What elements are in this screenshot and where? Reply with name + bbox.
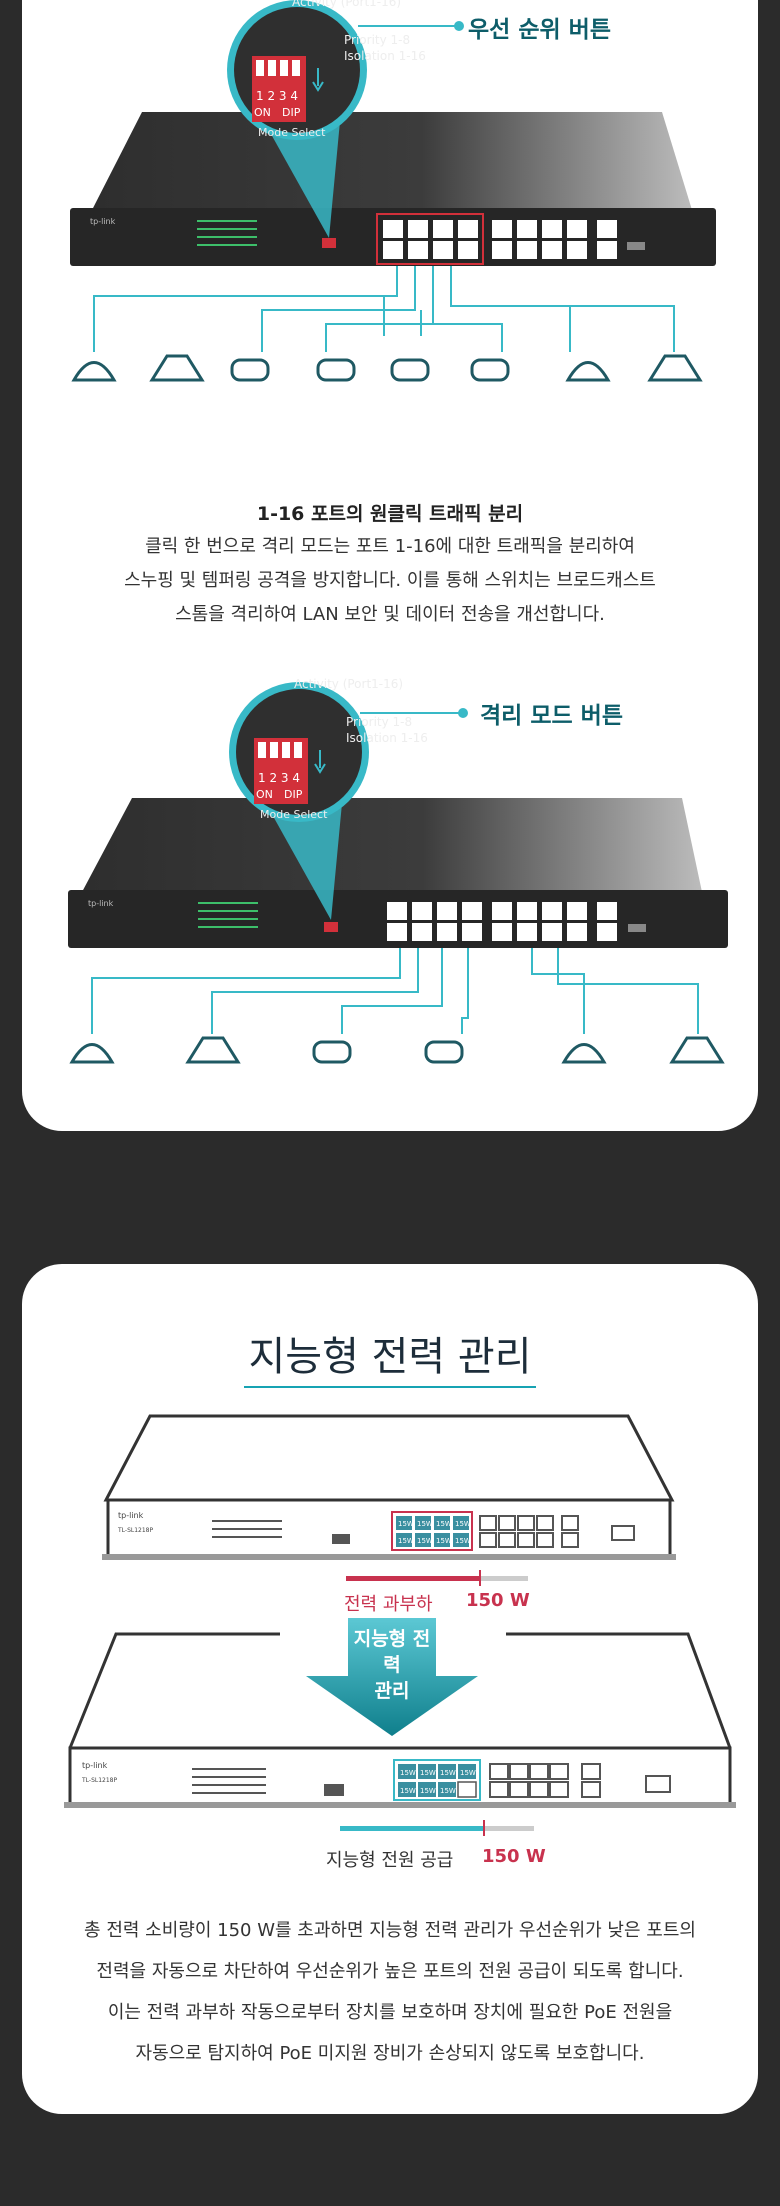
isolation-line-3: 스톰을 격리하여 LAN 보안 및 데이터 전송을 개선합니다. bbox=[175, 604, 605, 625]
arrow-label-line-2: 관리 bbox=[374, 1680, 410, 1702]
port-block-managed: 15W 15W 15W 15W 15W 15W 15W bbox=[393, 1759, 481, 1801]
dip-numbers: 1 2 3 4 bbox=[256, 89, 298, 103]
isolation-line-1: 클릭 한 번으로 격리 모드는 포트 1-16에 대한 트래픽을 분리하여 bbox=[145, 536, 635, 557]
priority-mode-diagram: tp-link Activity (Port1-16) Priority 1-8… bbox=[70, 0, 716, 382]
switch-top bbox=[82, 798, 702, 892]
camera-icon bbox=[390, 358, 430, 382]
camera-icon bbox=[470, 358, 510, 382]
switch-brand-logo: tp-link bbox=[82, 1761, 108, 1770]
svg-text:15W: 15W bbox=[417, 1520, 433, 1528]
svg-text:15W: 15W bbox=[420, 1787, 436, 1795]
camera-icon bbox=[316, 358, 356, 382]
svg-text:15W: 15W bbox=[440, 1769, 456, 1777]
dip-numbers: 1 2 3 4 bbox=[258, 771, 300, 785]
sfp-slot bbox=[627, 242, 645, 250]
power-line-2: 전력을 자동으로 차단하여 우선순위가 높은 포트의 전원 공급이 되도록 합니… bbox=[96, 1961, 684, 1982]
power-title-text: 지능형 전력 관리 bbox=[244, 1324, 536, 1388]
switch-model-label: TL-SL1218P bbox=[81, 1777, 117, 1784]
priority-label: Priority 1-8 bbox=[346, 715, 412, 729]
mode-select-label: Mode Select bbox=[260, 808, 328, 821]
camera-icon bbox=[149, 354, 205, 382]
switch-brand-logo: tp-link bbox=[90, 217, 116, 226]
dip-switch-small bbox=[322, 238, 336, 248]
camera-icon bbox=[185, 1036, 241, 1064]
power-line-3: 이는 전력 과부하 작동으로부터 장치를 보호하며 장치에 필요한 PoE 전원… bbox=[107, 2002, 673, 2023]
overload-value: 150 W bbox=[466, 1590, 530, 1611]
power-line-4: 자동으로 탐지하여 PoE 미지원 장비가 손상되지 않도록 보호합니다. bbox=[135, 2043, 645, 2064]
camera-icon bbox=[312, 1040, 352, 1064]
svg-text:15W: 15W bbox=[440, 1787, 456, 1795]
activity-label: Activity (Port1-16) bbox=[292, 0, 401, 9]
sfp-slot bbox=[628, 924, 646, 932]
camera-icon bbox=[561, 1043, 607, 1064]
svg-text:15W: 15W bbox=[400, 1787, 416, 1795]
isolation-line-2: 스누핑 및 템퍼링 공격을 방지합니다. 이를 통해 스위치는 브로드캐스트 bbox=[124, 570, 656, 591]
priority-button-callout: 우선 순위 버튼 bbox=[468, 17, 611, 43]
dip-switch-small bbox=[324, 922, 338, 932]
callout-line bbox=[360, 712, 462, 714]
dip-dip-label: DIP bbox=[282, 106, 301, 119]
supply-bar-fill bbox=[340, 1826, 484, 1831]
port-group bbox=[387, 902, 617, 941]
grey-port-group bbox=[492, 220, 617, 259]
feature-card-port-control: tp-link Activity (Port1-16) Priority 1-8… bbox=[22, 0, 758, 1131]
svg-text:15W: 15W bbox=[400, 1769, 416, 1777]
overload-label: 전력 과부하 bbox=[344, 1594, 433, 1615]
priority-label: Priority 1-8 bbox=[344, 33, 410, 47]
camera-icon bbox=[69, 1043, 115, 1064]
svg-text:15W: 15W bbox=[420, 1769, 436, 1777]
svg-text:15W: 15W bbox=[398, 1520, 414, 1528]
arrow-label-line-1: 지능형 전력 bbox=[353, 1628, 431, 1676]
intelligent-power-arrow-label: 지능형 전력 관리 bbox=[348, 1626, 436, 1704]
supply-label: 지능형 전원 공급 bbox=[326, 1850, 454, 1871]
callout-dot bbox=[454, 21, 464, 31]
isolation-section-title: 1-16 포트의 원클릭 트래픽 분리 bbox=[256, 503, 524, 525]
switch-brand-logo: tp-link bbox=[118, 1511, 144, 1520]
camera-icon bbox=[424, 1040, 464, 1064]
svg-text:15W: 15W bbox=[398, 1537, 414, 1545]
mode-select-label: Mode Select bbox=[258, 126, 326, 139]
camera-icon bbox=[71, 361, 117, 382]
switch-model-label: TL-SL1218P bbox=[117, 1527, 153, 1534]
isolation-mode-diagram: tp-link Activity (Port1-16) Priority 1-8… bbox=[68, 677, 728, 1064]
isolation-button-callout: 격리 모드 버튼 bbox=[480, 703, 623, 729]
callout-dot bbox=[458, 708, 468, 718]
power-line-1: 총 전력 소비량이 150 W를 초과하면 지능형 전력 관리가 우선순위가 낮… bbox=[84, 1920, 696, 1941]
supply-value: 150 W bbox=[482, 1846, 546, 1867]
camera-icon bbox=[230, 358, 270, 382]
dip-on-label: ON bbox=[256, 788, 273, 801]
switch-top bbox=[92, 112, 692, 210]
activity-label: Activity (Port1-16) bbox=[294, 677, 403, 691]
red-port-group bbox=[376, 213, 484, 265]
power-description: 총 전력 소비량이 150 W를 초과하면 지능형 전력 관리가 우선순위가 낮… bbox=[22, 1910, 758, 2074]
dip-dip-label: DIP bbox=[284, 788, 303, 801]
power-section-title: 지능형 전력 관리 bbox=[22, 1324, 758, 1388]
isolation-label: Isolation 1-16 bbox=[346, 731, 428, 745]
camera-icon bbox=[647, 354, 703, 382]
camera-icon bbox=[669, 1036, 725, 1064]
network-links bbox=[93, 266, 675, 352]
svg-text:15W: 15W bbox=[455, 1537, 471, 1545]
camera-icon bbox=[565, 361, 611, 382]
dip-on-label: ON bbox=[254, 106, 271, 119]
isolation-description: 클릭 한 번으로 격리 모드는 포트 1-16에 대한 트래픽을 분리하여 스누… bbox=[22, 530, 758, 632]
svg-text:15W: 15W bbox=[436, 1520, 452, 1528]
svg-text:15W: 15W bbox=[436, 1537, 452, 1545]
callout-line bbox=[358, 25, 458, 27]
overload-bar-fill bbox=[346, 1576, 480, 1581]
svg-text:15W: 15W bbox=[417, 1537, 433, 1545]
network-links bbox=[91, 948, 699, 1034]
isolation-label: Isolation 1-16 bbox=[344, 49, 426, 63]
arrow-down-icon bbox=[306, 1618, 478, 1736]
svg-text:15W: 15W bbox=[460, 1769, 476, 1777]
switch-brand-logo: tp-link bbox=[88, 899, 114, 908]
svg-text:15W: 15W bbox=[455, 1520, 471, 1528]
